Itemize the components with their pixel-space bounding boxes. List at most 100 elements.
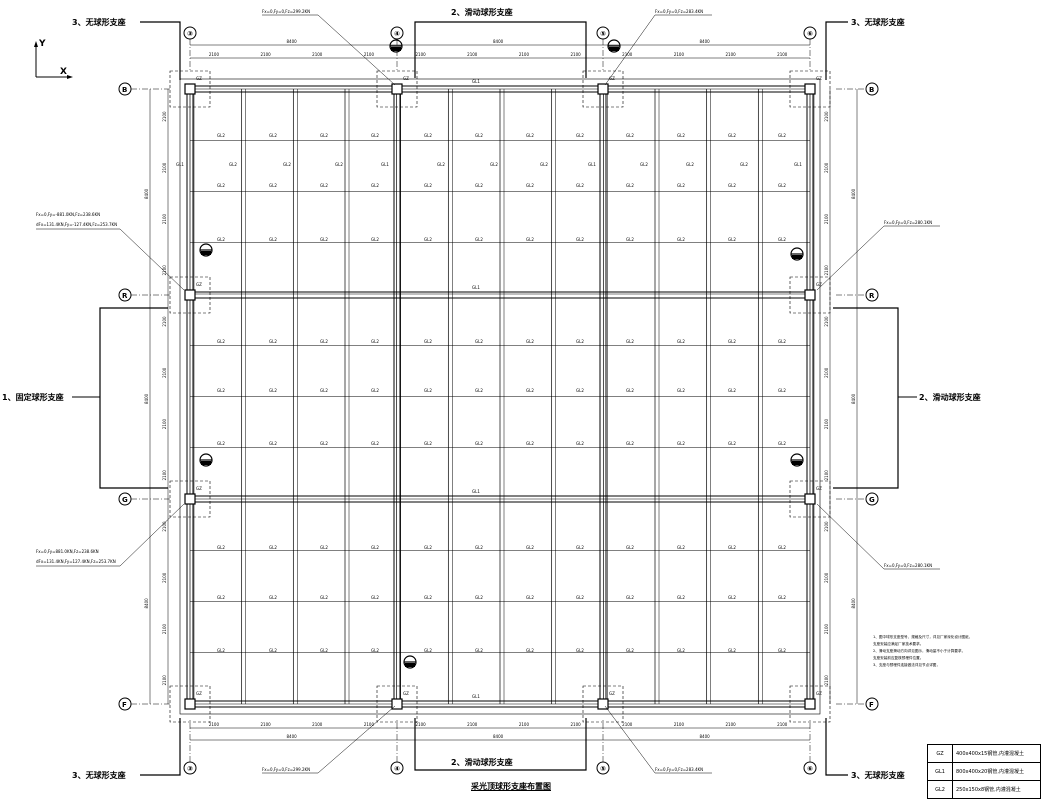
beam-label-gl2: GL2 (371, 388, 379, 393)
beam-label-gl2: GL2 (677, 133, 685, 138)
design-notes: 1、图中球形支座型号、规格及尺寸，详见厂家深化设计图纸， 支座安装应满足厂家技术… (873, 634, 973, 669)
dimension-text: 2100 (261, 52, 272, 57)
beam-label-gl2: GL2 (320, 441, 328, 446)
beam-label-gl2: GL2 (576, 648, 584, 653)
legend-row: GL2 250x150x8钢管,内灌混凝土 (928, 781, 1040, 798)
beam-label-gl2: GL2 (217, 183, 225, 188)
column-label-gz: GZ (196, 76, 202, 81)
dimension-text: 2100 (209, 722, 220, 727)
force-left-lower-1: Fx=0,Fy=881.0KN,Fz=238.6KN (36, 549, 99, 554)
support-region-box (376, 70, 418, 108)
support-label-sliding-top: 2、滑动球形支座 (451, 7, 513, 17)
dimension-text: 2100 (824, 111, 829, 122)
beam-label-gl2: GL2 (526, 237, 534, 242)
beam-label-gl2: GL2 (424, 133, 432, 138)
beam-label-gl2: GL2 (778, 237, 786, 242)
dimension-text: 8400 (144, 393, 149, 404)
axis-label: R (122, 292, 128, 300)
column-gz (597, 83, 609, 95)
beam-label-gl2: GL2 (626, 595, 634, 600)
beam-label-gl2: GL2 (371, 648, 379, 653)
beam-label-gl2: GL2 (424, 648, 432, 653)
beam-label-gl1: GL1 (381, 162, 389, 167)
column-label-gz: GZ (816, 691, 822, 696)
beam-label-gl2: GL2 (424, 183, 432, 188)
beam-label-gl2: GL2 (371, 441, 379, 446)
beam-label-gl2: GL2 (283, 162, 291, 167)
dimension-text: 2100 (162, 572, 167, 583)
beam-label-gl2: GL2 (778, 595, 786, 600)
force-left-lower-2: dFx=131.4KN,Fy=127.4KN,Fz=253.7KN (36, 559, 116, 564)
dimension-text: 2100 (824, 162, 829, 173)
legend-row: GL1 800x400x20钢管,内灌混凝土 (928, 763, 1040, 781)
dimension-text: 2100 (824, 521, 829, 532)
beam-label-gl2: GL2 (677, 648, 685, 653)
dimension-text: 2100 (416, 52, 427, 57)
beam-label-gl2: GL2 (424, 545, 432, 550)
beam-label-gl2: GL2 (677, 441, 685, 446)
column-gz (597, 698, 609, 710)
beam-label-gl2: GL2 (217, 388, 225, 393)
dimension-text: 2100 (364, 52, 375, 57)
beam-label-gl2: GL2 (424, 339, 432, 344)
beam-label-gl2: GL2 (320, 388, 328, 393)
dimension-text: 2100 (674, 722, 685, 727)
dimension-text: 2100 (622, 722, 633, 727)
beam-label-gl2: GL2 (576, 545, 584, 550)
beam-label-gl2: GL2 (728, 237, 736, 242)
beam-label-gl2: GL2 (269, 648, 277, 653)
axis-label: ⑤ (600, 765, 606, 773)
column-gz (391, 698, 403, 710)
beam-label-gl2: GL2 (778, 339, 786, 344)
legend-key: GZ (928, 745, 953, 762)
axis-bubble (865, 697, 879, 711)
axis-bubble (865, 82, 879, 96)
beam-label-gl2: GL2 (371, 183, 379, 188)
support-label-fixed-left: 1、固定球形支座 (2, 392, 64, 402)
dimension-text: 2100 (162, 213, 167, 224)
beam-label-gl2: GL2 (269, 237, 277, 242)
annotations: Y X 3、无球形支座 3、无球形支座 3、无球形支座 3、无球形支座 2、滑动… (2, 7, 981, 780)
dimension-text: 2100 (467, 52, 478, 57)
column-label-gz: GZ (609, 691, 615, 696)
column-gz (804, 698, 816, 710)
dimension-text: 8400 (700, 39, 711, 44)
beam-label-gl2: GL2 (626, 133, 634, 138)
column-gz (184, 83, 196, 95)
beam-label-gl2: GL2 (269, 595, 277, 600)
beam-label-gl2: GL2 (269, 133, 277, 138)
beam-label-gl2: GL2 (424, 237, 432, 242)
note-line: 支座安装前应复核预埋件位置。 (873, 656, 924, 660)
dimension-text: 2100 (824, 572, 829, 583)
support-label-sliding-right: 2、滑动球形支座 (919, 392, 981, 402)
axis-label: ③ (187, 765, 193, 773)
beam-label-gl2: GL2 (626, 388, 634, 393)
dimension-text: 2100 (312, 722, 323, 727)
dimension-text: 8400 (851, 188, 856, 199)
beam-label-gl2: GL2 (526, 133, 534, 138)
beam-label-gl1: GL1 (472, 694, 480, 699)
beam-label-gl1: GL1 (588, 162, 596, 167)
beam-label-gl2: GL2 (217, 545, 225, 550)
legend-value: 400x400x15钢管,内灌混凝土 (956, 751, 1024, 757)
column-label-gz: GZ (196, 486, 202, 491)
beam-label-gl2: GL2 (728, 595, 736, 600)
dimension-text: 2100 (364, 722, 375, 727)
beam-label-gl2: GL2 (526, 339, 534, 344)
dimension-text: 2100 (162, 623, 167, 634)
axis-label: G (869, 496, 875, 504)
note-line: 1、图中球形支座型号、规格及尺寸，详见厂家深化设计图纸， (873, 635, 973, 639)
column-gz (184, 289, 196, 301)
dimension-text: 2100 (162, 162, 167, 173)
beam-label-gl2: GL2 (475, 595, 483, 600)
dimension-text: 2100 (162, 111, 167, 122)
beam-label-gl2: GL2 (217, 595, 225, 600)
beam-label-gl2: GL2 (320, 237, 328, 242)
sliding-support-symbol (201, 251, 211, 255)
axis-label: G (122, 496, 128, 504)
beam-label-gl2: GL2 (778, 133, 786, 138)
beam-label-gl2: GL2 (217, 237, 225, 242)
